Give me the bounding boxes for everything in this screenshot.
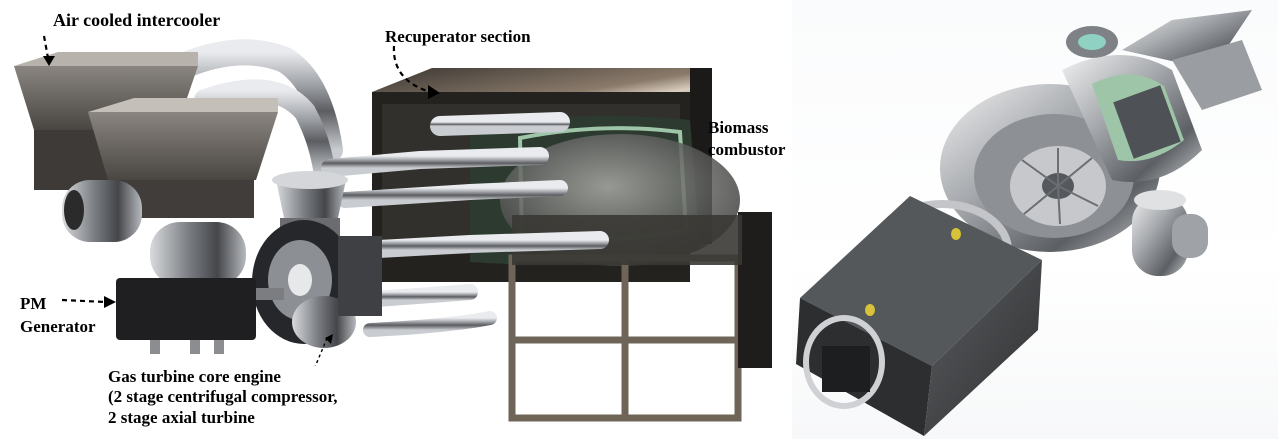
intercooler-cylinders [62,180,246,286]
label-gas-turbine-core-engine: Gas turbine core engine (2 stage centrif… [104,366,342,429]
exhaust-ducts [1066,10,1262,110]
label-air-cooled-intercooler: Air cooled intercooler [53,10,221,30]
generator-box [796,196,1042,436]
intercooler-leader [42,35,50,59]
label-core-line2: (2 stage centrifugal compressor, [108,387,338,407]
label-recuperator-section: Recuperator section [385,27,531,46]
pm-generator-arrowhead [104,296,116,308]
core-engine-cutaway-panel [792,0,1278,439]
impeller-blades [1021,148,1099,225]
turbine-section [1062,55,1202,182]
label-biomass-line2: combustor [708,140,786,160]
ducting-pipes [157,39,609,337]
label-biomass-combustor: Biomass combustor [708,117,785,161]
pm-generator-leader [61,298,107,304]
assembled-system-drawing [14,35,772,422]
assembled-system-panel: Air cooled intercooler Recuperator secti… [14,10,786,429]
arrowheads [43,56,440,344]
recuperator-arrowhead [428,85,440,99]
intercooler-arrowhead [43,56,55,66]
label-biomass-line1: Biomass [708,118,769,137]
recuperator-leader [392,45,431,94]
label-pm-generator: PM Generator [20,293,96,338]
bolt-markers [865,228,961,316]
lower-pipes [1132,190,1208,276]
pm-generator [116,278,284,354]
label-core-line1: Gas turbine core engine [108,367,281,386]
core-engine [252,171,382,348]
label-pm-line2: Generator [20,316,96,336]
core-engine-arrowhead [325,334,333,344]
label-pm-line1: PM [20,294,47,313]
core-engine-cutaway-drawing [796,10,1262,436]
label-core-line3: 2 stage axial turbine [108,407,255,427]
combustor-side-panel [738,212,772,368]
